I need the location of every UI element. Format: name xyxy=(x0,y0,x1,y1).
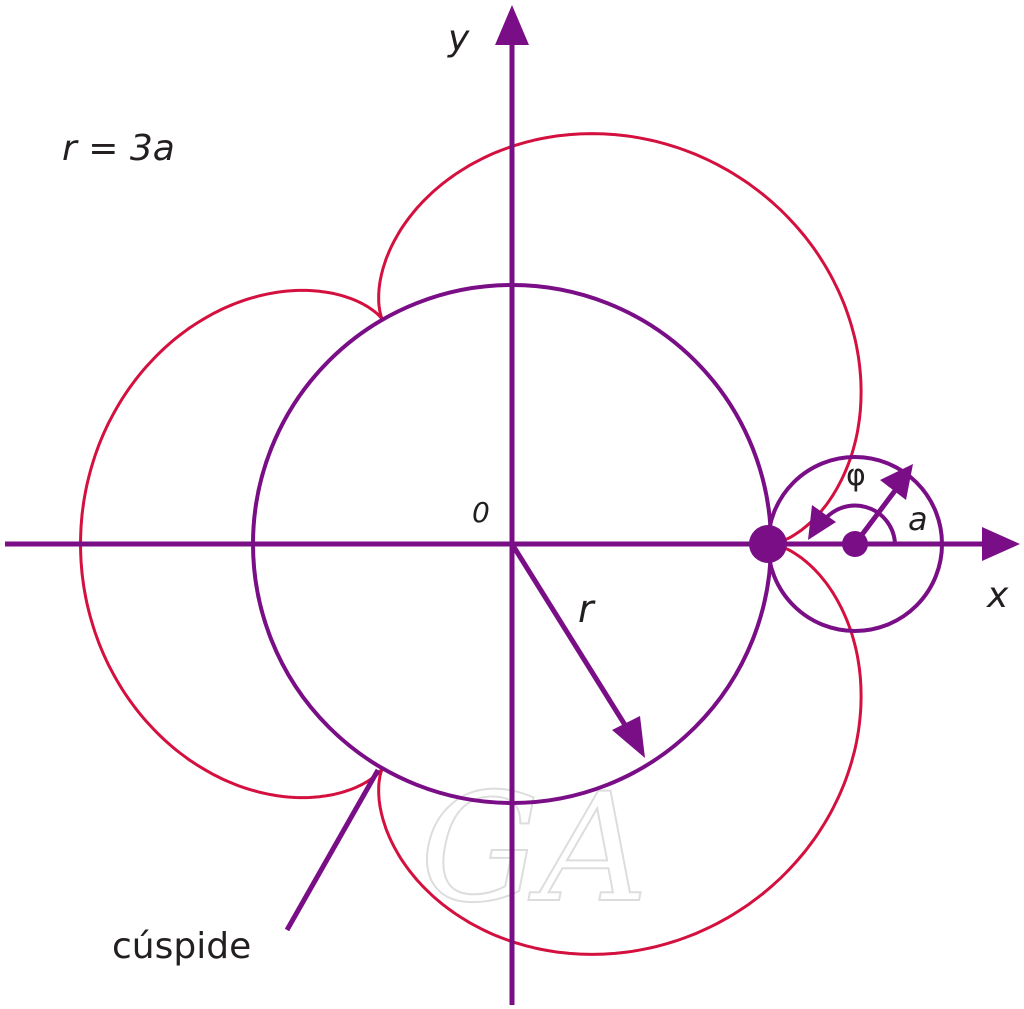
equation-label: r = 3a xyxy=(62,128,175,169)
origin-label: 0 xyxy=(472,496,490,529)
radius-a-label: a xyxy=(908,500,928,538)
radius-r-label: r xyxy=(578,587,596,631)
watermark: GA xyxy=(420,762,648,936)
y-axis-label: y xyxy=(447,18,470,59)
x-axis-arrowhead xyxy=(982,527,1020,561)
radius-r-line xyxy=(509,542,628,727)
rolling-center-point xyxy=(842,531,868,557)
radius-r-arrowhead xyxy=(612,716,645,758)
contact-point xyxy=(749,525,787,563)
y-axis-arrowhead xyxy=(495,5,529,45)
angle-phi-label: φ xyxy=(846,458,866,493)
x-axis-label: x xyxy=(986,575,1009,616)
angle-phi-arc xyxy=(820,503,897,545)
cusp-pointer-line xyxy=(284,768,381,932)
radius-a-arrowhead xyxy=(880,464,913,500)
angle-phi-arrowhead xyxy=(808,505,836,540)
cusp-label: cúspide xyxy=(112,926,251,967)
